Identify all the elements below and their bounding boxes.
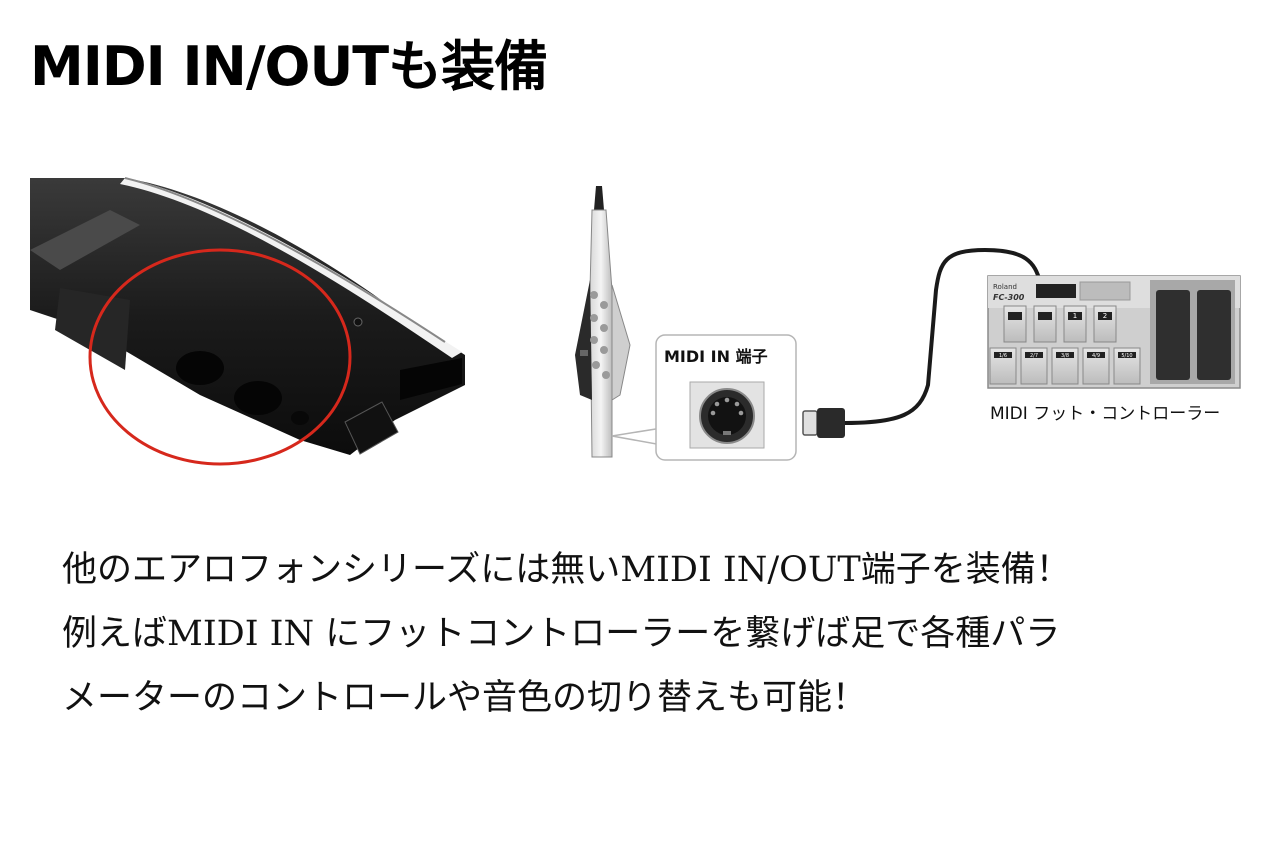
midi-in-callout-label: MIDI IN 端子 xyxy=(664,347,768,366)
instrument-closeup-photo xyxy=(30,177,465,455)
pedal-bottom-label: 5/10 xyxy=(1121,353,1132,359)
body-line: 例えばMIDI IN にフットコントローラーを繋げば足で各種パラ xyxy=(62,614,1061,654)
midi-in-callout xyxy=(611,334,797,461)
page-title: MIDI IN/OUTも装備 xyxy=(30,35,548,98)
foot-controller: Roland FC-300 xyxy=(987,275,1241,389)
pedal-top-label: 2 xyxy=(1103,312,1107,320)
midi-cable xyxy=(802,247,1042,438)
pedal-bottom-label: 4/9 xyxy=(1092,353,1100,359)
pedal-bottom-label: 3/8 xyxy=(1061,353,1069,359)
figure-illustration: Roland FC-300 xyxy=(30,177,1241,466)
highlight-circle xyxy=(88,248,352,466)
pedal-bottom-label: 1/6 xyxy=(999,353,1007,359)
aerophone-instrument xyxy=(575,186,631,458)
controller-brand: Roland xyxy=(993,283,1017,291)
pedal-bottom-label: 2/7 xyxy=(1030,353,1038,359)
body-line: メーターのコントロールや音色の切り替えも可能！ xyxy=(62,678,868,718)
body-paragraph: 他のエアロフォンシリーズには無いMIDI IN/OUT端子を装備！ 例えばMID… xyxy=(62,538,1242,730)
midi-connection-figure: Roland FC-300 xyxy=(0,170,1280,470)
foot-controller-label: MIDI フット・コントローラー xyxy=(990,404,1221,424)
pedal-top-label: 1 xyxy=(1073,312,1077,320)
controller-model: FC-300 xyxy=(993,293,1025,302)
body-line: 他のエアロフォンシリーズには無いMIDI IN/OUT端子を装備！ xyxy=(62,550,1071,590)
